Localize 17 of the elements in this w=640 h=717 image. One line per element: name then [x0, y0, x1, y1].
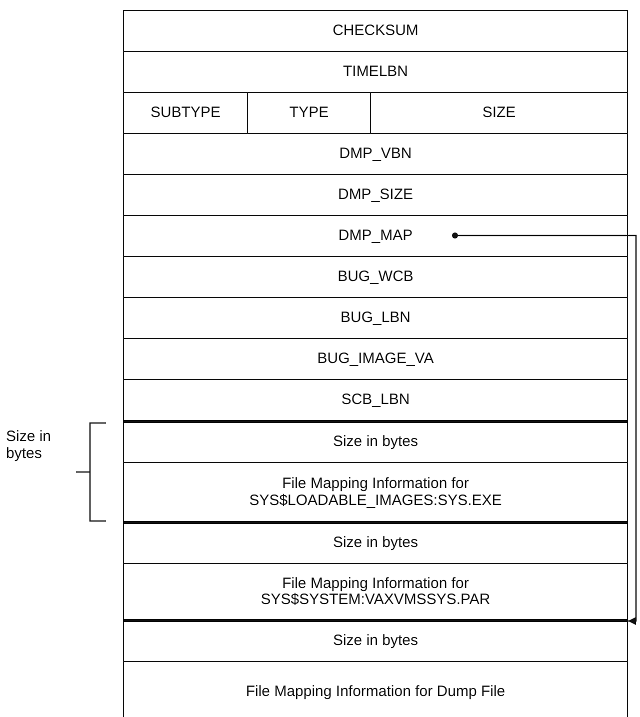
record-field: Size in bytes	[123, 522, 628, 564]
record-field: Size in bytes	[123, 620, 628, 662]
record-field: DMP_SIZE	[123, 174, 628, 216]
record-field: DMP_MAP	[123, 215, 628, 257]
record-field: DMP_VBN	[123, 133, 628, 175]
record-field: File Mapping Information for Dump File	[123, 661, 628, 717]
record-field: Size in bytes	[123, 421, 628, 463]
arrow	[452, 232, 637, 625]
record-field: BUG_IMAGE_VA	[123, 338, 628, 380]
record-field: File Mapping Information for SYS$LOADABLE_IMAGES:SYS.EXE	[123, 462, 628, 523]
record-field: File Mapping Information for SYS$SYSTEM:VAXVMSSYS.PAR	[123, 563, 628, 621]
record-field: BUG_LBN	[123, 297, 628, 339]
record-field: SCB_LBN	[123, 379, 628, 422]
size-note: Size in bytes	[6, 428, 52, 462]
record-field: TIMELBN	[123, 51, 628, 93]
record-field: CHECKSUM	[123, 10, 628, 52]
record-field: BUG_WCB	[123, 256, 628, 298]
